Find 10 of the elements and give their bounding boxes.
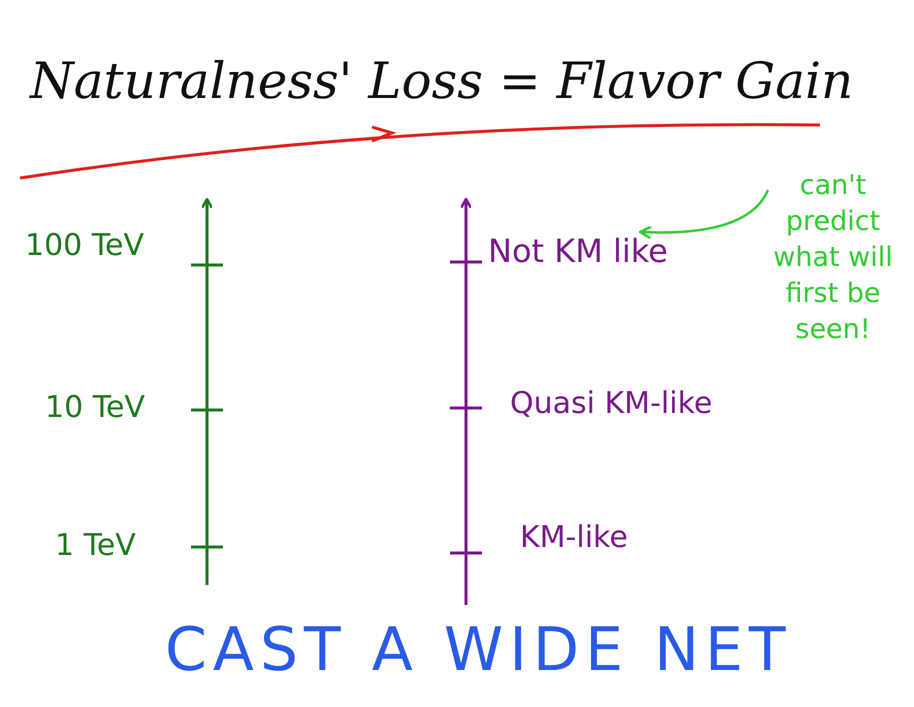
tick-label: 100 TeV [25,228,144,263]
tick-label: KM-like [520,520,628,555]
axis-label: Not KM like [488,232,668,270]
title: Naturalness' Loss = Flavor Gain [30,52,854,110]
tick-label: 10 TeV [45,390,145,425]
slogan: CAST A WIDE NET [165,615,792,685]
tick-label: 1 TeV [55,528,136,563]
callout-note: can't predict what will first be seen! [768,168,898,348]
arrow [638,189,770,240]
tick-label: Quasi KM-like [510,386,712,421]
